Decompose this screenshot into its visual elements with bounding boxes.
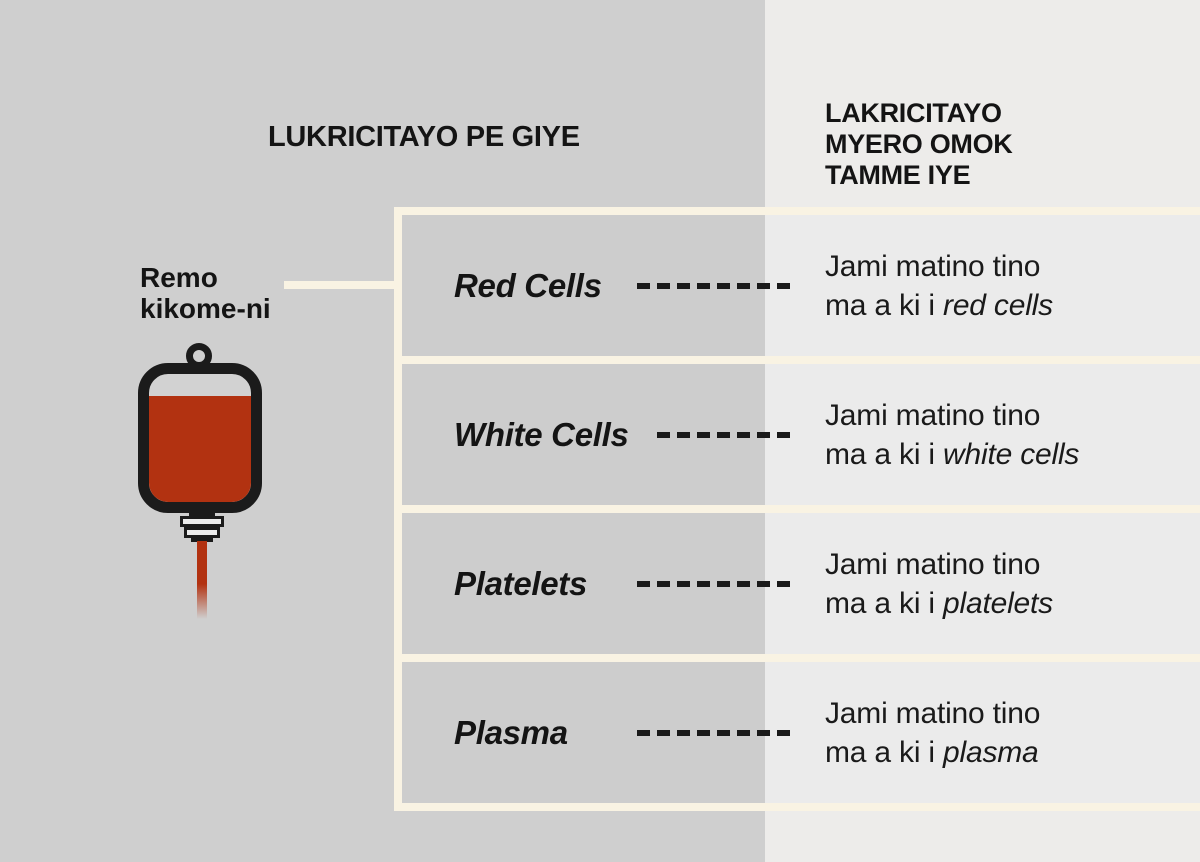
description-line-2: ma a ki i platelets [825, 584, 1200, 623]
dashed-leader-line [657, 431, 790, 438]
dash-segment [657, 431, 670, 438]
dash-segment [777, 282, 790, 289]
dash-segment [657, 580, 670, 587]
description-prefix: ma a ki i [825, 735, 944, 769]
component-label: Plasma [454, 713, 568, 751]
component-label: Red Cells [454, 266, 602, 304]
right-header-line-1: LAKRICITAYO [825, 98, 1002, 128]
description-line-2: ma a ki i red cells [825, 286, 1200, 325]
table-row-platelets: Platelets Jami matino tino ma a ki i pla… [402, 505, 1200, 654]
dash-segment [697, 431, 710, 438]
description-italic-term: platelets [943, 586, 1053, 620]
component-label: Platelets [454, 564, 588, 602]
dash-segment [777, 580, 790, 587]
dash-segment [737, 580, 750, 587]
bag-port-wedge [191, 536, 213, 542]
dash-segment [737, 431, 750, 438]
bag-body-icon [138, 363, 262, 513]
description-italic-term: white cells [943, 437, 1080, 471]
dash-segment [677, 282, 690, 289]
dash-segment [637, 282, 650, 289]
dash-segment [757, 580, 770, 587]
table-row-white-cells: White Cells Jami matino tino ma a ki i w… [402, 356, 1200, 505]
dash-segment [757, 431, 770, 438]
dash-segment [637, 580, 650, 587]
dash-segment [717, 431, 730, 438]
dashed-leader-line [637, 282, 790, 289]
table-row-red-cells: Red Cells Jami matino tino ma a ki i red… [402, 207, 1200, 356]
component-label: White Cells [454, 415, 629, 453]
blood-tube-icon [197, 541, 207, 619]
connector-line [284, 281, 402, 289]
description-line-1: Jami matino tino [825, 249, 1041, 283]
right-header-line-2: MYERO OMOK [825, 129, 1013, 159]
right-header-line-3: TAMME IYE [825, 160, 971, 190]
dash-segment [637, 729, 650, 736]
description-line-1: Jami matino tino [825, 696, 1041, 730]
description-line-2: ma a ki i white cells [825, 435, 1200, 474]
dash-segment [717, 729, 730, 736]
description-italic-term: plasma [943, 735, 1039, 769]
description-prefix: ma a ki i [825, 288, 944, 322]
component-description: Jami matino tino ma a ki i red cells [825, 247, 1200, 325]
blood-bag-label-line-2: kikome-ni [140, 293, 271, 324]
dashed-leader-line [637, 729, 790, 736]
table-row-plasma: Plasma Jami matino tino ma a ki i plasma [402, 654, 1200, 811]
blood-bag-label: Remo kikome-ni [140, 262, 271, 324]
row-left-cell: Red Cells [402, 215, 765, 356]
dash-segment [677, 580, 690, 587]
description-line-1: Jami matino tino [825, 398, 1041, 432]
row-right-cell: Jami matino tino ma a ki i red cells [765, 215, 1200, 356]
dash-segment [757, 282, 770, 289]
dash-segment [717, 282, 730, 289]
dash-segment [697, 729, 710, 736]
row-right-cell: Jami matino tino ma a ki i platelets [765, 513, 1200, 654]
row-right-cell: Jami matino tino ma a ki i plasma [765, 662, 1200, 803]
component-description: Jami matino tino ma a ki i plasma [825, 694, 1200, 772]
component-description: Jami matino tino ma a ki i platelets [825, 545, 1200, 623]
dash-segment [737, 282, 750, 289]
component-description: Jami matino tino ma a ki i white cells [825, 396, 1200, 474]
bag-port-bar-top [180, 516, 224, 527]
dash-segment [717, 580, 730, 587]
dashed-leader-line [637, 580, 790, 587]
blood-bag-label-line-1: Remo [140, 262, 218, 293]
dash-segment [677, 431, 690, 438]
description-prefix: ma a ki i [825, 437, 944, 471]
dash-segment [777, 431, 790, 438]
left-column-header: LUKRICITAYO PE GIYE [268, 121, 580, 153]
description-italic-term: red cells [943, 288, 1053, 322]
row-right-cell: Jami matino tino ma a ki i white cells [765, 364, 1200, 505]
dash-segment [777, 729, 790, 736]
bag-port-stem [189, 510, 215, 519]
components-table: Red Cells Jami matino tino ma a ki i red… [394, 207, 1200, 811]
right-column-header: LAKRICITAYO MYERO OMOK TAMME IYE [825, 98, 1013, 191]
dash-segment [677, 729, 690, 736]
dash-segment [657, 282, 670, 289]
dash-segment [697, 580, 710, 587]
description-line-1: Jami matino tino [825, 547, 1041, 581]
description-prefix: ma a ki i [825, 586, 944, 620]
dash-segment [697, 282, 710, 289]
dash-segment [757, 729, 770, 736]
blood-fill [149, 396, 251, 502]
dash-segment [657, 729, 670, 736]
description-line-2: ma a ki i plasma [825, 733, 1200, 772]
dash-segment [737, 729, 750, 736]
